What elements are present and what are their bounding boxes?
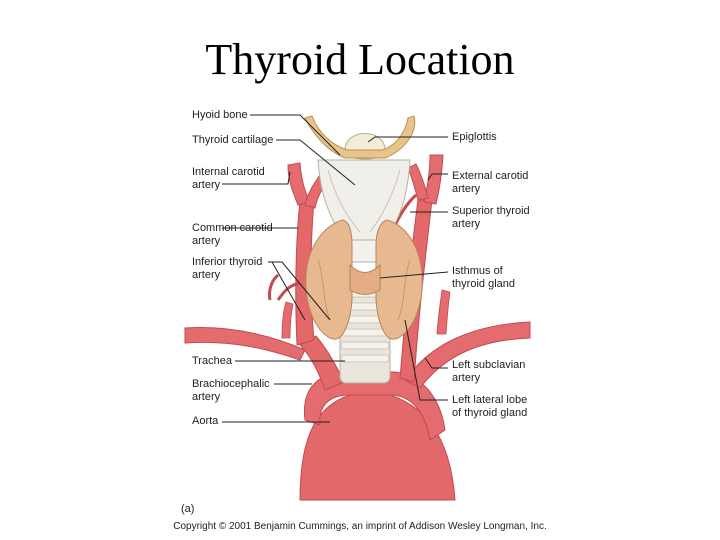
label-brachiocephalic-line1: Brachiocephalic [192,378,270,390]
thyroid-gland [305,219,423,340]
label-epiglottis: Epiglottis [452,131,497,143]
right-subclavian-artery [184,327,306,361]
label-internal-carotid: Internal carotid artery [192,166,265,191]
label-internal-carotid-line1: Internal carotid [192,166,265,178]
label-isthmus-line2: thyroid gland [452,277,515,290]
thyroid-isthmus [349,263,381,295]
left-external-carotid-artery [407,163,429,201]
thyroid-left-lobe [375,219,423,340]
label-inferior-thyroid: Inferior thyroid artery [192,256,262,281]
inferior-thyroid-branch [268,273,301,301]
label-left-lateral-lobe: Left lateral lobe of thyroid gland [452,394,527,419]
label-inferior-thyroid-line2: artery [192,268,221,281]
label-left-lateral-lobe-line1: Left lateral lobe [452,394,528,406]
panel-label: (a) [181,503,195,515]
label-isthmus: Isthmus of thyroid gland [452,265,515,290]
label-left-lateral-lobe-line2: of thyroid gland [452,406,528,419]
leader-lines [222,114,449,423]
left-internal-carotid-artery [423,154,444,205]
label-trachea: Trachea [192,355,232,367]
label-superior-thyroid-line1: Superior thyroid [452,205,530,217]
label-common-carotid-line1: Common carotid [192,222,273,234]
label-brachiocephalic-line2: artery [192,390,221,403]
brachiocephalic-artery [299,335,345,391]
right-internal-carotid-artery [287,162,311,206]
label-common-carotid: Common carotid artery [192,222,273,247]
copyright-notice: Copyright © 2001 Benjamin Cummings, an i… [173,521,547,532]
label-external-carotid-line1: External carotid [452,170,529,182]
label-brachiocephalic: Brachiocephalic artery [192,378,270,403]
label-superior-thyroid: Superior thyroid artery [452,205,530,230]
page-title: Thyroid Location [205,35,515,84]
label-isthmus-line1: Isthmus of [452,265,503,277]
thyroid-right-lobe [305,219,353,340]
label-thyroid-cartilage: Thyroid cartilage [192,134,274,146]
label-internal-carotid-line2: artery [192,178,221,191]
label-external-carotid-line2: artery [452,182,481,195]
label-left-subclavian-line2: artery [452,371,481,384]
label-aorta: Aorta [192,415,219,427]
label-inferior-thyroid-line1: Inferior thyroid [192,256,263,268]
left-vertebral-artery [436,289,451,335]
label-left-subclavian: Left subclavian artery [452,359,525,384]
label-superior-thyroid-line2: artery [452,217,481,230]
label-common-carotid-line2: artery [192,234,221,247]
label-external-carotid: External carotid artery [452,170,528,195]
left-subclavian-artery [404,321,531,389]
label-left-subclavian-line1: Left subclavian [452,359,526,371]
label-hyoid-bone: Hyoid bone [192,109,248,121]
right-vertebral-artery [281,301,294,339]
